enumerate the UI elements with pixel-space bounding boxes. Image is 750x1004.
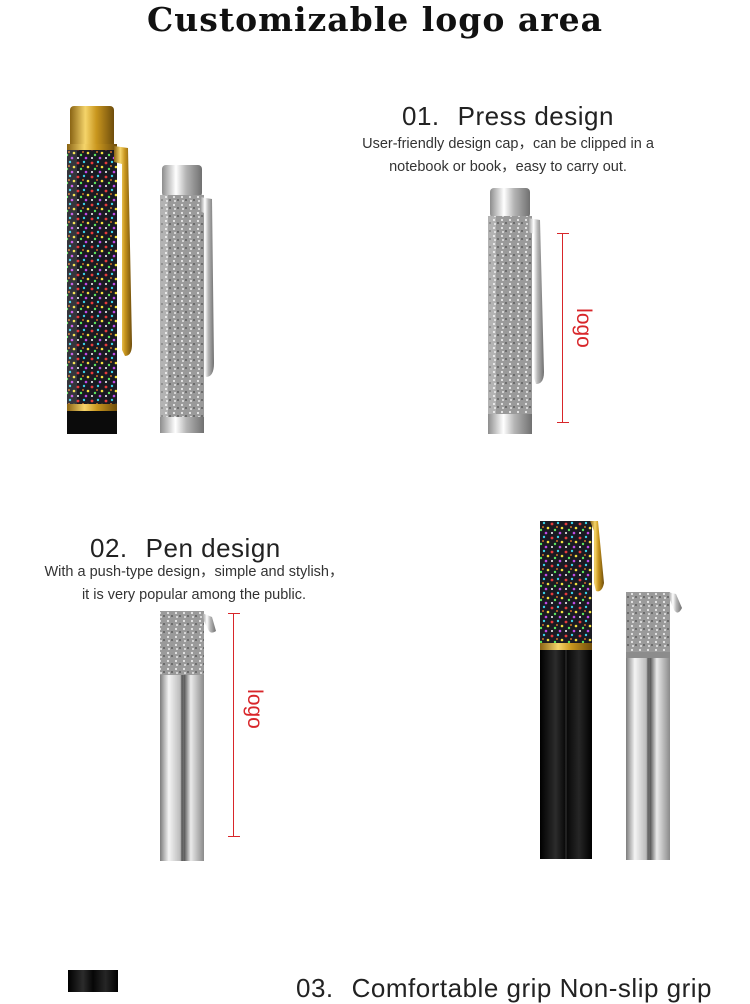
pen-design-barrel-image (158, 611, 222, 861)
section-1-logo-dimension-line (557, 233, 569, 423)
section-2-heading: Pen design (145, 533, 281, 563)
page-title: Customizable logo area (146, 0, 604, 39)
section-3-heading: Comfortable grip Non-slip grip (351, 973, 713, 1003)
section-3-pen-image (68, 970, 120, 992)
section-1-desc-line-1: User-friendly design cap，can be clipped … (362, 136, 654, 152)
section-1-desc-line-2: notebook or book，easy to carry out. (389, 159, 627, 175)
section-1-title: 01. Press design (402, 101, 614, 132)
black-glitter-pen-image (536, 521, 612, 859)
press-design-pen-image (484, 186, 554, 434)
section-3-title: 03. Comfortable grip Non-slip grip (296, 973, 712, 1004)
section-2-title: 02. Pen design (90, 533, 281, 564)
section-1-logo-label: logo (571, 308, 595, 348)
section-2-desc-line-2: it is very popular among the public. (81, 587, 307, 603)
section-2-description: With a push-type design，simple and styli… (24, 561, 364, 607)
section-2-number: 02. (90, 533, 128, 563)
section-2-desc-line-1: With a push-type design，simple and styli… (44, 564, 344, 580)
section-1-description: User-friendly design cap，can be clipped … (340, 133, 676, 179)
silver-glitter-pen-image (156, 163, 226, 433)
section-1-number: 01. (402, 101, 440, 131)
section-2-logo-dimension-line (228, 613, 240, 837)
gold-glitter-pen-image (62, 104, 142, 434)
section-2-logo-label: logo (242, 689, 266, 729)
silver-chrome-pen-image (622, 592, 688, 860)
section-3-number: 03. (296, 973, 334, 1003)
section-1-heading: Press design (457, 101, 614, 131)
